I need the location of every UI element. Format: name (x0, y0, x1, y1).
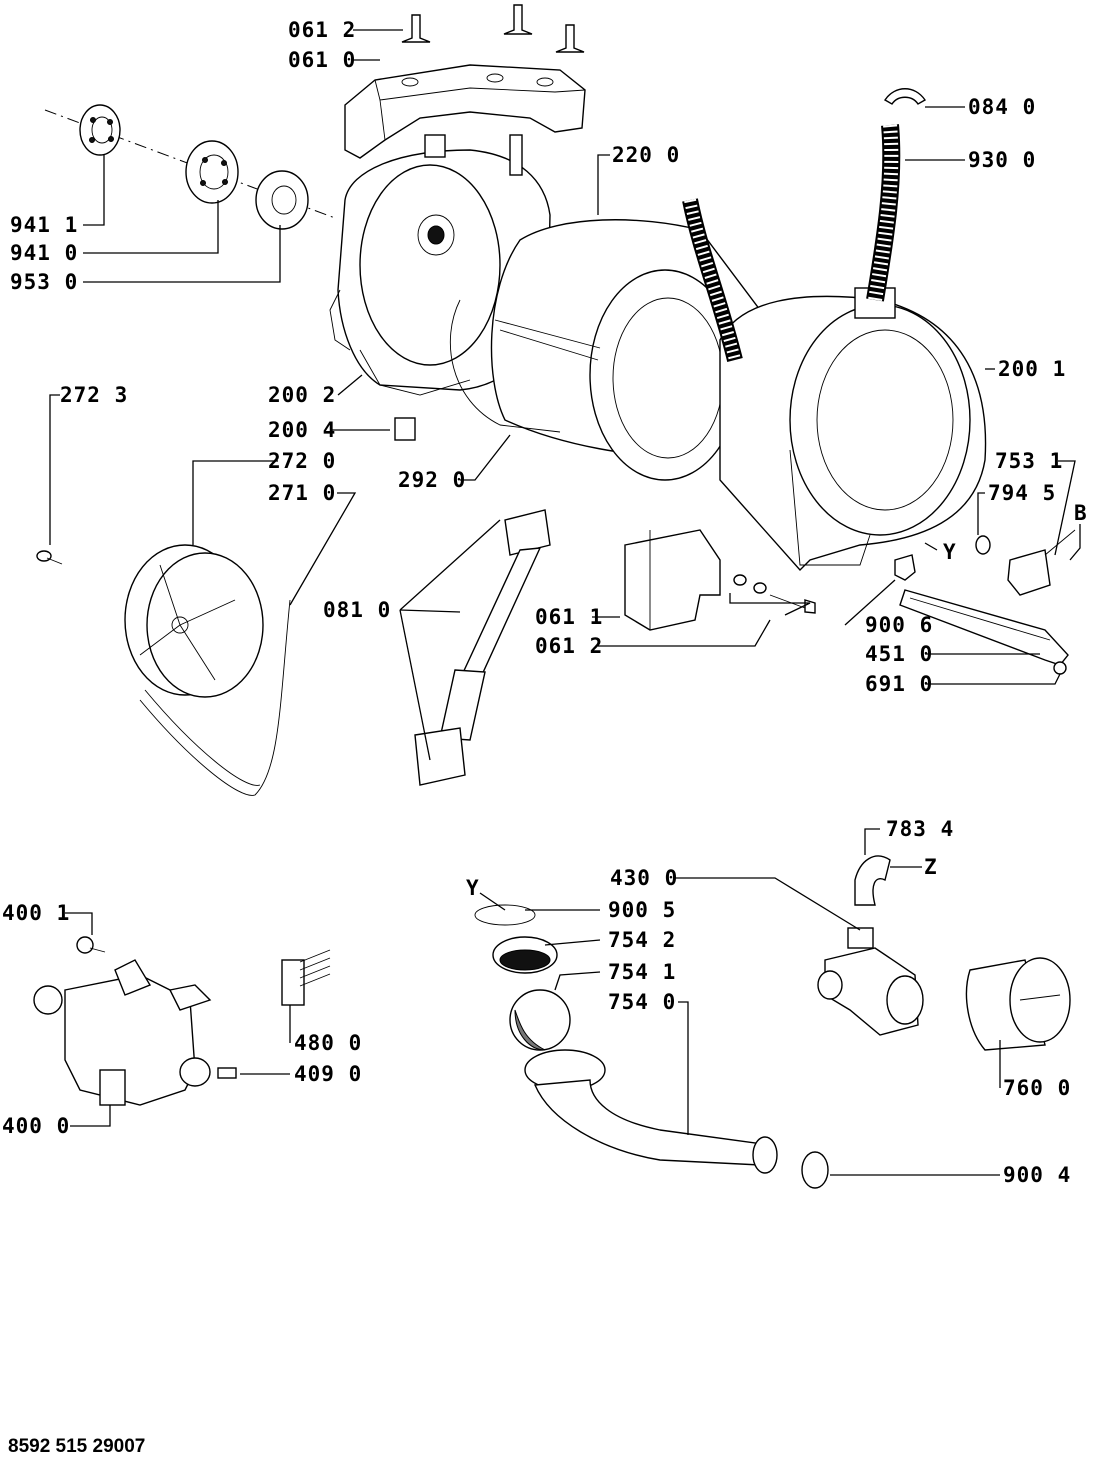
document-code: 8592 515 29007 (8, 1436, 146, 1457)
pulley (124, 544, 264, 698)
bearing-941-1 (79, 104, 121, 156)
label-760-0: 760 0 (1003, 1076, 1071, 1100)
front-hose (682, 198, 743, 362)
motor-part-400-1 (76, 936, 106, 954)
label-754-0: 754 0 (608, 990, 676, 1014)
label-953-0: 953 0 (10, 270, 78, 294)
hose-elbow-783-4 (854, 855, 891, 906)
drum-gasket-ring-292-0 (449, 299, 561, 433)
label-941-0: 941 0 (10, 241, 78, 265)
label-061-0: 061 0 (288, 48, 356, 72)
label-691-0: 691 0 (865, 672, 933, 696)
label-Y-top: Y (943, 540, 957, 564)
connector-409-0 (217, 1067, 237, 1079)
counterweight-061-1 (624, 529, 721, 631)
bearing-941-0 (185, 140, 239, 204)
pump-filter (965, 957, 1071, 1051)
label-061-1: 061 1 (535, 605, 603, 629)
label-272-3: 272 3 (60, 383, 128, 407)
clamp-ring-900-5 (474, 904, 536, 926)
label-941-1: 941 1 (10, 213, 78, 237)
label-Y-bottom: Y (466, 876, 480, 900)
label-400-0: 400 0 (2, 1114, 70, 1138)
label-271-0: 271 0 (268, 481, 336, 505)
drive-belt (139, 599, 291, 796)
label-430-0: 430 0 (610, 866, 678, 890)
label-900-5: 900 5 (608, 898, 676, 922)
hose-clamp-900-4 (801, 1151, 829, 1189)
drain-pump (817, 927, 924, 1036)
label-061-2-top: 061 2 (288, 18, 356, 42)
label-754-2: 754 2 (608, 928, 676, 952)
label-754-1: 754 1 (608, 960, 676, 984)
drum (490, 219, 761, 481)
bracket-bolts (401, 4, 585, 53)
heater-seal-900-6 (894, 554, 916, 581)
label-480-0: 480 0 (294, 1031, 362, 1055)
label-753-1: 753 1 (995, 449, 1063, 473)
top-counterweight-bracket (344, 64, 586, 159)
label-200-1: 200 1 (998, 357, 1066, 381)
label-084-0: 084 0 (968, 95, 1036, 119)
wiring-connector (281, 949, 331, 1006)
leader-lines (49, 29, 1081, 1176)
thermostat-753-1 (1007, 529, 1076, 596)
label-220-0: 220 0 (612, 143, 680, 167)
label-451-0: 451 0 (865, 642, 933, 666)
label-272-0: 272 0 (268, 449, 336, 473)
shock-absorber (414, 509, 551, 786)
screw-272-3 (36, 550, 63, 565)
counterweight-bolt (733, 574, 816, 614)
label-B: B (1074, 501, 1088, 525)
sump-ring-754-2 (492, 936, 558, 974)
label-081-0: 081 0 (323, 598, 391, 622)
label-400-1: 400 1 (2, 901, 70, 925)
label-292-0: 292 0 (398, 468, 466, 492)
label-200-2: 200 2 (268, 383, 336, 407)
hose-930-0 (866, 124, 901, 302)
label-794-5: 794 5 (988, 481, 1056, 505)
clip-200-4 (394, 417, 416, 441)
part-794-5 (975, 535, 991, 555)
label-409-0: 409 0 (294, 1062, 362, 1086)
shaft-seal-953-0 (255, 170, 309, 230)
nut-691-0 (1053, 661, 1067, 675)
label-Z: Z (924, 855, 938, 879)
sump-hose-754-0 (524, 1049, 778, 1174)
part-labels: 061 2 061 0 084 0 220 0 930 0 941 1 941 … (2, 18, 1088, 1187)
sump-ball-754-1 (509, 989, 571, 1051)
label-200-4: 200 4 (268, 418, 336, 442)
cap-084-0 (884, 88, 926, 105)
label-930-0: 930 0 (968, 148, 1036, 172)
motor (33, 959, 212, 1106)
label-061-2-mid: 061 2 (535, 634, 603, 658)
front-tub-half (719, 287, 987, 572)
label-900-6: 900 6 (865, 613, 933, 637)
label-900-4: 900 4 (1003, 1163, 1071, 1187)
label-783-4: 783 4 (886, 817, 954, 841)
